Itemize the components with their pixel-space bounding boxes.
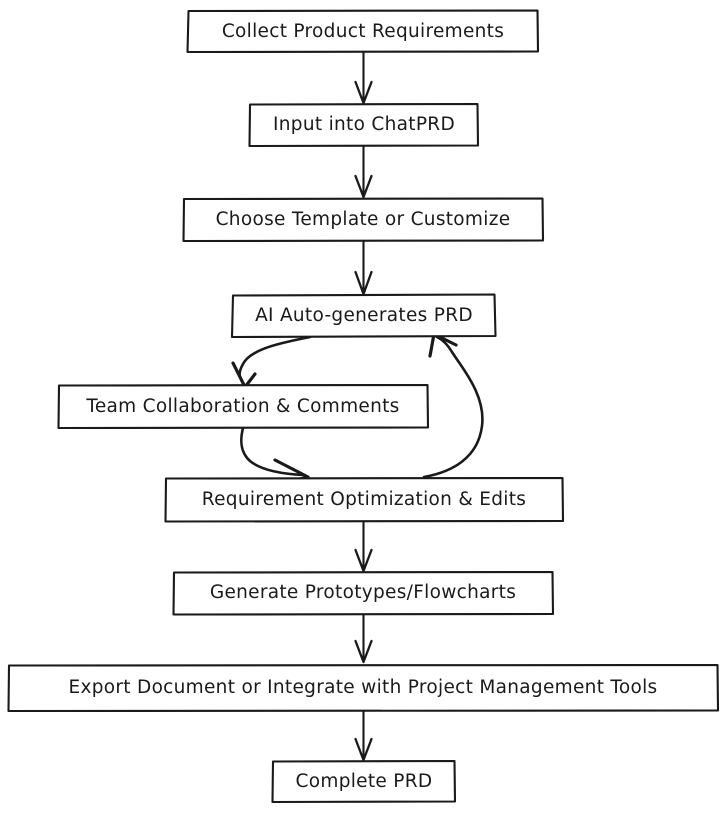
node-input-into-chatprd[interactable]: Input into ChatPRD	[248, 102, 480, 148]
node-label: Team Collaboration & Comments	[85, 396, 399, 417]
node-team-collaboration-comments[interactable]: Team Collaboration & Comments	[57, 383, 430, 430]
node-label: Export Document or Integrate with Projec…	[68, 677, 657, 698]
node-label: Complete PRD	[296, 771, 433, 792]
node-label: AI Auto-generates PRD	[255, 305, 473, 326]
edge-input-to-choose	[354, 144, 373, 199]
node-label: Requirement Optimization & Edits	[202, 489, 526, 510]
node-complete-prd[interactable]: Complete PRD	[271, 759, 457, 804]
node-label: Input into ChatPRD	[273, 114, 455, 135]
edge-requirement-to-ai-return	[422, 332, 484, 479]
edge-choose-to-ai	[354, 239, 373, 296]
node-export-document-integrate[interactable]: Export Document or Integrate with Projec…	[7, 663, 720, 713]
node-label: Choose Template or Customize	[216, 209, 511, 230]
node-choose-template-or-customize[interactable]: Choose Template or Customize	[182, 197, 545, 243]
node-ai-auto-generates-prd[interactable]: AI Auto-generates PRD	[230, 293, 497, 339]
edge-export-to-complete	[354, 709, 373, 762]
node-requirement-optimization-edits[interactable]: Requirement Optimization & Edits	[164, 476, 565, 523]
node-collect-product-requirements[interactable]: Collect Product Requirements	[186, 9, 540, 54]
edge-team-to-requirement	[239, 426, 310, 485]
edge-ai-to-team	[231, 335, 312, 389]
edge-requirement-to-generate	[354, 520, 373, 573]
node-generate-prototypes-flowcharts[interactable]: Generate Prototypes/Flowcharts	[172, 570, 555, 616]
edge-collect-to-input	[354, 50, 373, 105]
edge-generate-to-export	[354, 613, 373, 664]
node-label: Generate Prototypes/Flowcharts	[210, 582, 516, 603]
node-label: Collect Product Requirements	[222, 21, 504, 42]
